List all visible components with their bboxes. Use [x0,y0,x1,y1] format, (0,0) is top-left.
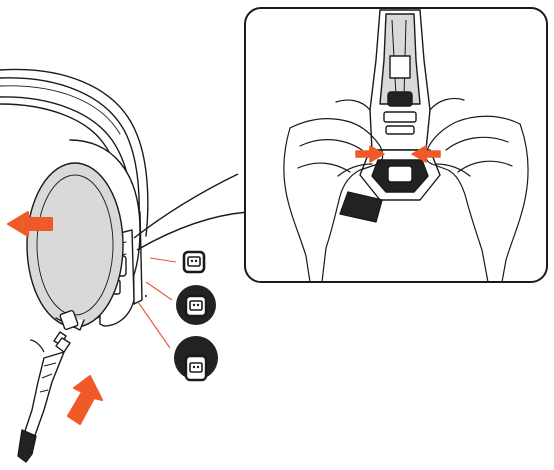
button-large-icon [174,336,218,380]
headset-illustration [0,69,148,330]
insert-mic-arrow [68,376,102,424]
button-medium-icon [176,285,216,325]
callout-leader [134,174,238,238]
button-callout-lines [138,258,176,348]
inset-hands-squeeze-illustration [245,8,547,282]
button-small-icon [184,252,204,272]
ear-cushion [27,163,123,327]
inset-slider-window [390,56,410,78]
mic-boom-illustration [18,332,70,462]
mic-boom-arm [24,352,64,438]
mic-capsule [18,430,36,462]
